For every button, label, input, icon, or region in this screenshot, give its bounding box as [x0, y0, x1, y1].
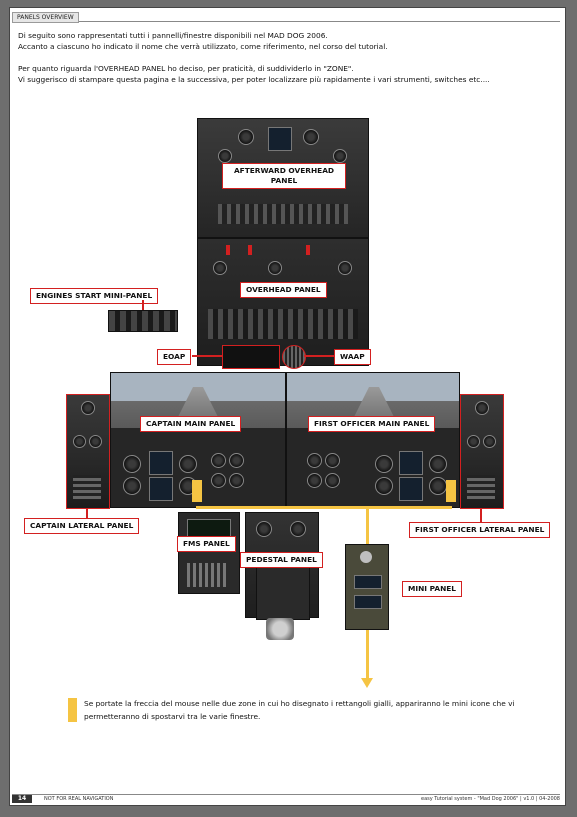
fms-panel-image: [178, 512, 240, 594]
page-header: PANELS OVERVIEW: [12, 12, 560, 23]
page-number: 14: [12, 795, 32, 803]
pedestal-panel-label: PEDESTAL PANEL: [240, 552, 323, 568]
eoap-label: EOAP: [157, 349, 192, 365]
intro-line-4: Vi suggerisco di stampare questa pagina …: [18, 75, 490, 84]
captain-lateral-panel-label: CAPTAIN LATERAL PANEL: [24, 518, 140, 534]
fms-panel-label: FMS PANEL: [177, 536, 236, 552]
intro-line-3: Per quanto riguarda l'OVERHEAD PANEL ho …: [18, 64, 354, 73]
mini-panel-image: [345, 544, 389, 630]
captain-main-panel-label: CAPTAIN MAIN PANEL: [140, 416, 242, 432]
intro-line-1: Di seguito sono rappresentati tutti i pa…: [18, 31, 328, 40]
eoap-zone: [222, 345, 280, 369]
first-officer-main-panel-label: FIRST OFFICER MAIN PANEL: [308, 416, 436, 432]
note-text: Se portate la freccia del mouse nelle du…: [84, 699, 515, 721]
arrow-down-icon: [361, 678, 373, 688]
overhead-panel-image: [197, 238, 369, 366]
engines-start-mini-panel-image: [108, 310, 178, 332]
footer-disclaimer: NOT FOR REAL NAVIGATION: [44, 796, 114, 802]
waap-zone: [282, 345, 306, 369]
footer-credits: easy Tutorial system - "Mad Dog 2006" | …: [421, 796, 560, 802]
waap-label: WAAP: [334, 349, 371, 365]
captain-lateral-panel-image: [66, 394, 110, 509]
overhead-panel-label: OVERHEAD PANEL: [240, 282, 327, 298]
first-officer-main-panel-image: [286, 372, 460, 508]
intro-line-2: Accanto a ciascuno ho indicato il nome c…: [18, 42, 388, 51]
first-officer-lateral-panel-label: FIRST OFFICER LATERAL PANEL: [409, 522, 551, 538]
throttle-knob-icon: [266, 618, 294, 640]
captain-yellow-zone: [192, 480, 202, 502]
page-footer: 14 NOT FOR REAL NAVIGATION easy Tutorial…: [12, 794, 560, 803]
first-officer-yellow-zone: [446, 480, 456, 502]
first-officer-lateral-panel-image: [460, 394, 504, 509]
yellow-highlight-marker: [68, 698, 77, 722]
afterward-overhead-panel-label: AFTERWARD OVERHEAD PANEL: [222, 163, 346, 189]
pedestal-lower-image: [256, 566, 310, 620]
mini-panel-label: MINI PANEL: [402, 581, 463, 597]
intro-text: Di seguito sono rappresentati tutti i pa…: [18, 30, 548, 85]
section-title: PANELS OVERVIEW: [12, 12, 79, 23]
engines-start-mini-panel-label: ENGINES START MINI-PANEL: [30, 288, 159, 304]
